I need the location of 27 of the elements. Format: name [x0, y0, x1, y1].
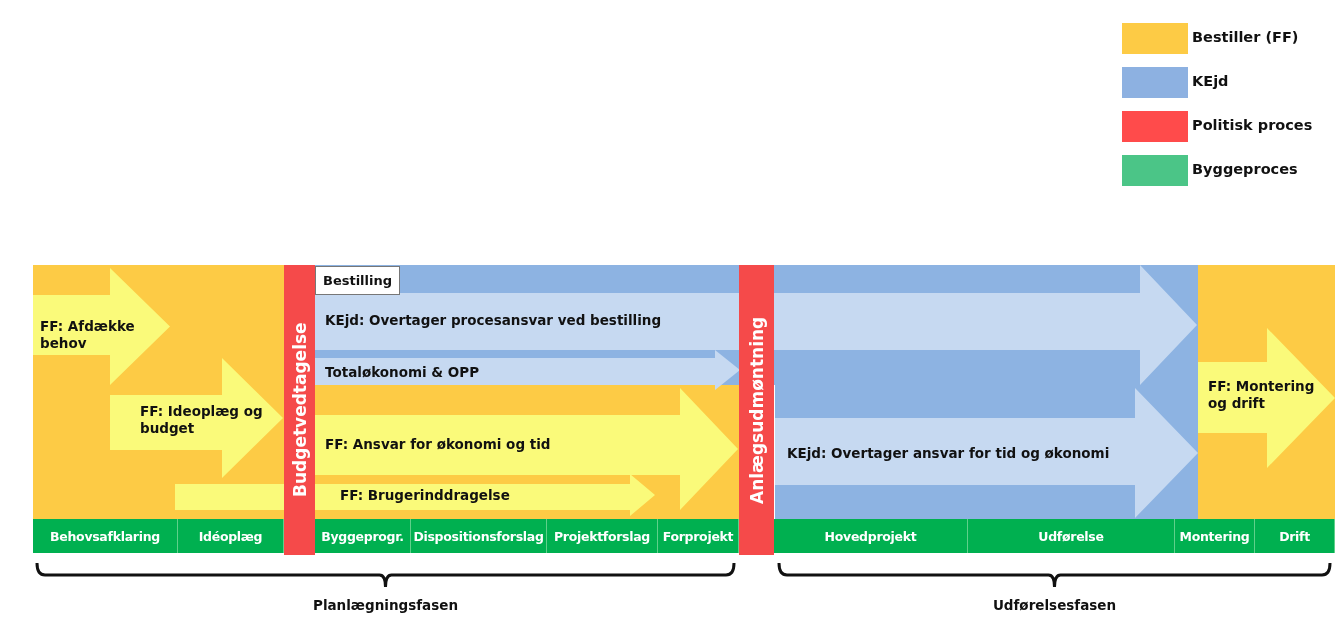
legend-label: KEjd — [1192, 73, 1229, 89]
arrow-label: KEjd: Overtager procesansvar ved bestilling — [325, 312, 662, 329]
order-tag: Bestilling — [315, 266, 400, 295]
arrow-label: FF: Ideoplæg og budget — [140, 403, 264, 437]
milestone-band: Budgetvedtagelse — [284, 265, 315, 555]
phase-cell: Drift — [1255, 519, 1335, 553]
phase-cell: Hovedprojekt — [774, 519, 968, 553]
arrow-label: KEjd: Overtager ansvar for tid og økonomi — [787, 445, 1110, 462]
arrow-label: Totaløkonomi & OPP — [325, 364, 480, 381]
phase-label: Udførelsesfasen — [992, 597, 1117, 613]
phase-cell: Forprojekt — [658, 519, 739, 553]
legend-label: Bestiller (FF) — [1192, 29, 1299, 45]
phase-cell: Montering — [1175, 519, 1255, 553]
phase-cell: Projektforslag — [547, 519, 658, 553]
arrow-label: FF: Ansvar for økonomi og tid — [325, 436, 551, 453]
arrow-label: FF: Brugerinddragelse — [340, 487, 510, 504]
legend-label: Politisk proces — [1192, 117, 1313, 133]
phase-cell: Idéoplæg — [178, 519, 284, 553]
phase-label: Planlægningsfasen — [313, 597, 458, 613]
legend-label: Byggeproces — [1192, 161, 1298, 177]
phase-cell: Behovsafklaring — [33, 519, 178, 553]
phase-cell: Dispositionsforslag — [411, 519, 547, 553]
phase-cell: Udførelse — [968, 519, 1175, 553]
phase-cell: Byggeprogr. — [315, 519, 411, 553]
milestone-band: Anlægsudmøntning — [739, 265, 774, 555]
arrow-label: FF: Afdække behov — [40, 318, 136, 352]
arrow-label: FF: Montering og drift — [1208, 378, 1316, 412]
